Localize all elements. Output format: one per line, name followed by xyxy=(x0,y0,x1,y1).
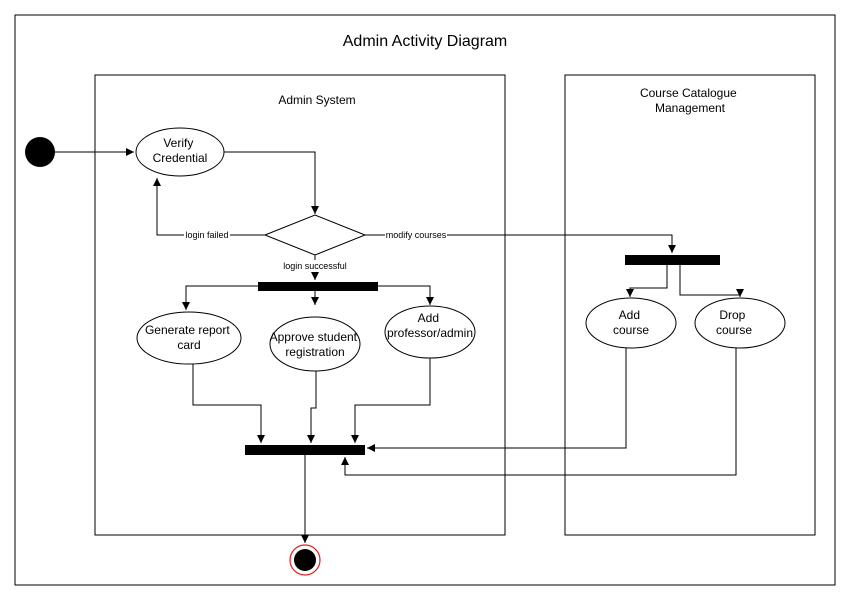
diagram-frame xyxy=(14,14,836,586)
decision-node xyxy=(263,214,367,256)
end-node xyxy=(294,549,316,571)
edge-fork-to-add-course xyxy=(626,265,668,297)
edge-add-course-to-join xyxy=(367,348,627,452)
activity-approve-student-registration-label: Approve student registration xyxy=(270,330,361,359)
edge-verify-to-decision xyxy=(224,151,319,214)
activity-add-professor-admin-label: Add professor/admin xyxy=(387,311,473,340)
fork-bar-course xyxy=(625,255,720,265)
activity-add-course xyxy=(585,297,677,349)
edge-add-prof-to-join xyxy=(351,358,431,443)
edge-label-modify-courses: modify courses xyxy=(386,230,447,240)
edge-label-bg-login-successful xyxy=(282,260,348,272)
lane-course-catalogue xyxy=(564,74,816,536)
edge-label-bg-modify-courses xyxy=(385,229,447,241)
edge-approve-to-join xyxy=(307,371,317,443)
join-bar xyxy=(245,445,365,455)
activity-generate-report-card xyxy=(136,311,242,365)
activity-verify-credential-label: Verify Credential xyxy=(153,136,208,165)
edge-login-failed xyxy=(153,178,265,236)
edge-label-bg-login-failed xyxy=(184,229,230,241)
edge-fork-to-add-prof xyxy=(378,285,434,305)
lane-admin-system xyxy=(94,74,506,536)
activity-add-course-label: Add course xyxy=(613,308,649,337)
activity-approve-student-registration xyxy=(269,316,361,372)
edge-modify-courses xyxy=(365,234,676,253)
edge-fork-to-generate xyxy=(182,285,258,310)
activity-generate-report-card-label: Generate report card xyxy=(145,323,233,352)
fork-bar-admin xyxy=(258,282,378,291)
edge-label-login-successful: login successful xyxy=(283,261,347,271)
activity-drop-course xyxy=(694,297,786,349)
lane-course-catalogue-label: Course Catalogue Management xyxy=(640,86,740,115)
diagram-title: Admin Activity Diagram xyxy=(343,33,508,50)
start-node xyxy=(25,137,55,167)
edge-generate-to-join xyxy=(192,364,265,443)
edge-fork-to-drop-course xyxy=(679,265,744,297)
edge-label-login-failed: login failed xyxy=(185,230,228,240)
lane-admin-system-label: Admin System xyxy=(278,93,355,107)
edge-drop-course-to-join xyxy=(341,348,737,476)
activity-drop-course-label: Drop course xyxy=(716,308,752,337)
